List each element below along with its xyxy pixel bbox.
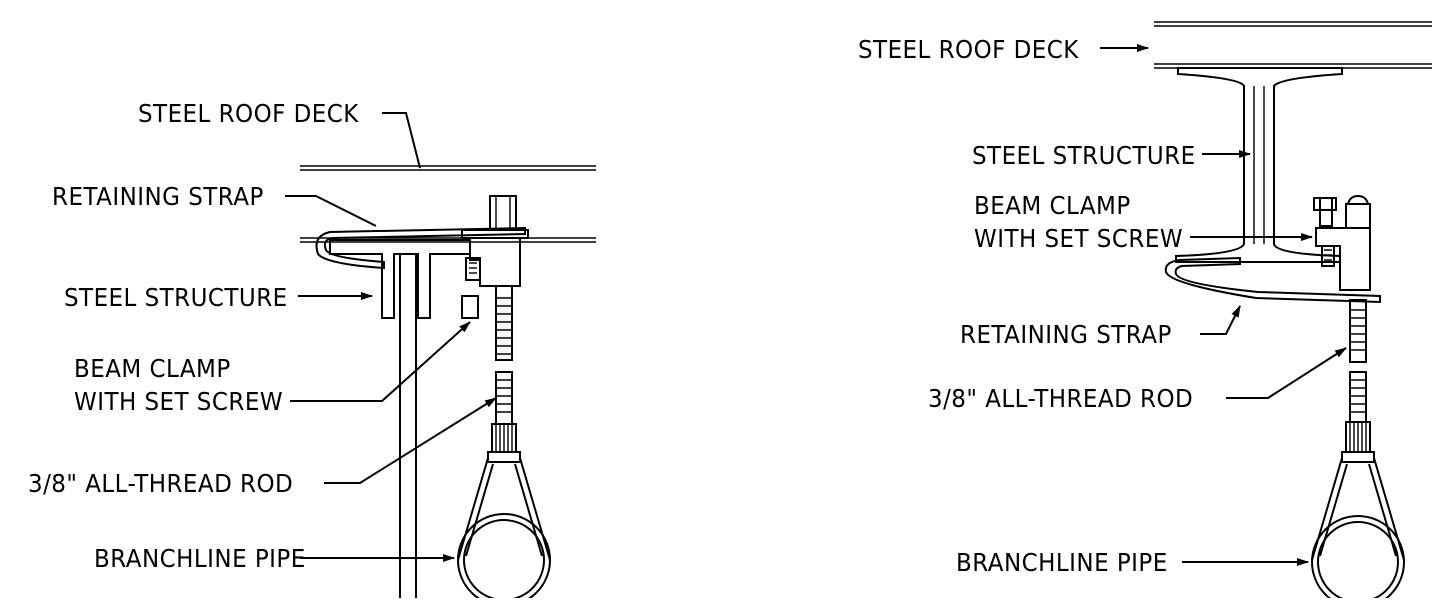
left-detail	[285, 112, 596, 603]
left-beam-clamp-label-line1: BEAM CLAMP	[74, 354, 231, 383]
left-pipe-label: BRANCHLINE PIPE	[94, 544, 306, 573]
right-leaders	[1100, 44, 1347, 566]
left-leaders	[285, 112, 497, 562]
left-beam-clamp-label-line2: WITH SET SCREW	[74, 387, 284, 416]
right-pipe-label: BRANCHLINE PIPE	[956, 548, 1168, 577]
right-beam-clamp	[1313, 194, 1371, 291]
right-retaining-strap	[1164, 256, 1381, 304]
right-steel-structure	[1175, 67, 1343, 263]
left-steel-structure	[329, 239, 471, 598]
right-beam-clamp-label-line2: WITH SET SCREW	[974, 224, 1184, 253]
right-detail	[1100, 21, 1432, 603]
left-steel-structure-label: STEEL STRUCTURE	[64, 283, 288, 312]
left-retaining-strap	[315, 226, 526, 270]
right-rod-label: 3/8" ALL-THREAD ROD	[928, 384, 1194, 413]
left-roof-deck	[300, 165, 596, 243]
left-roof-deck-label: STEEL ROOF DECK	[138, 99, 359, 128]
left-beam-clamp	[461, 195, 529, 319]
right-beam-clamp-label-line1: BEAM CLAMP	[974, 191, 1131, 220]
left-retaining-strap-label: RETAINING STRAP	[52, 182, 264, 211]
right-all-thread-rod	[1341, 299, 1375, 463]
right-pipe-hanger	[1311, 457, 1405, 603]
left-pipe-hanger	[457, 457, 551, 603]
right-steel-structure-label: STEEL STRUCTURE	[972, 141, 1196, 170]
right-retaining-strap-label: RETAINING STRAP	[960, 320, 1172, 349]
left-all-thread-rod	[487, 285, 521, 463]
right-roof-deck	[1154, 21, 1432, 69]
right-roof-deck-label: STEEL ROOF DECK	[858, 35, 1079, 64]
left-rod-label: 3/8" ALL-THREAD ROD	[28, 469, 294, 498]
